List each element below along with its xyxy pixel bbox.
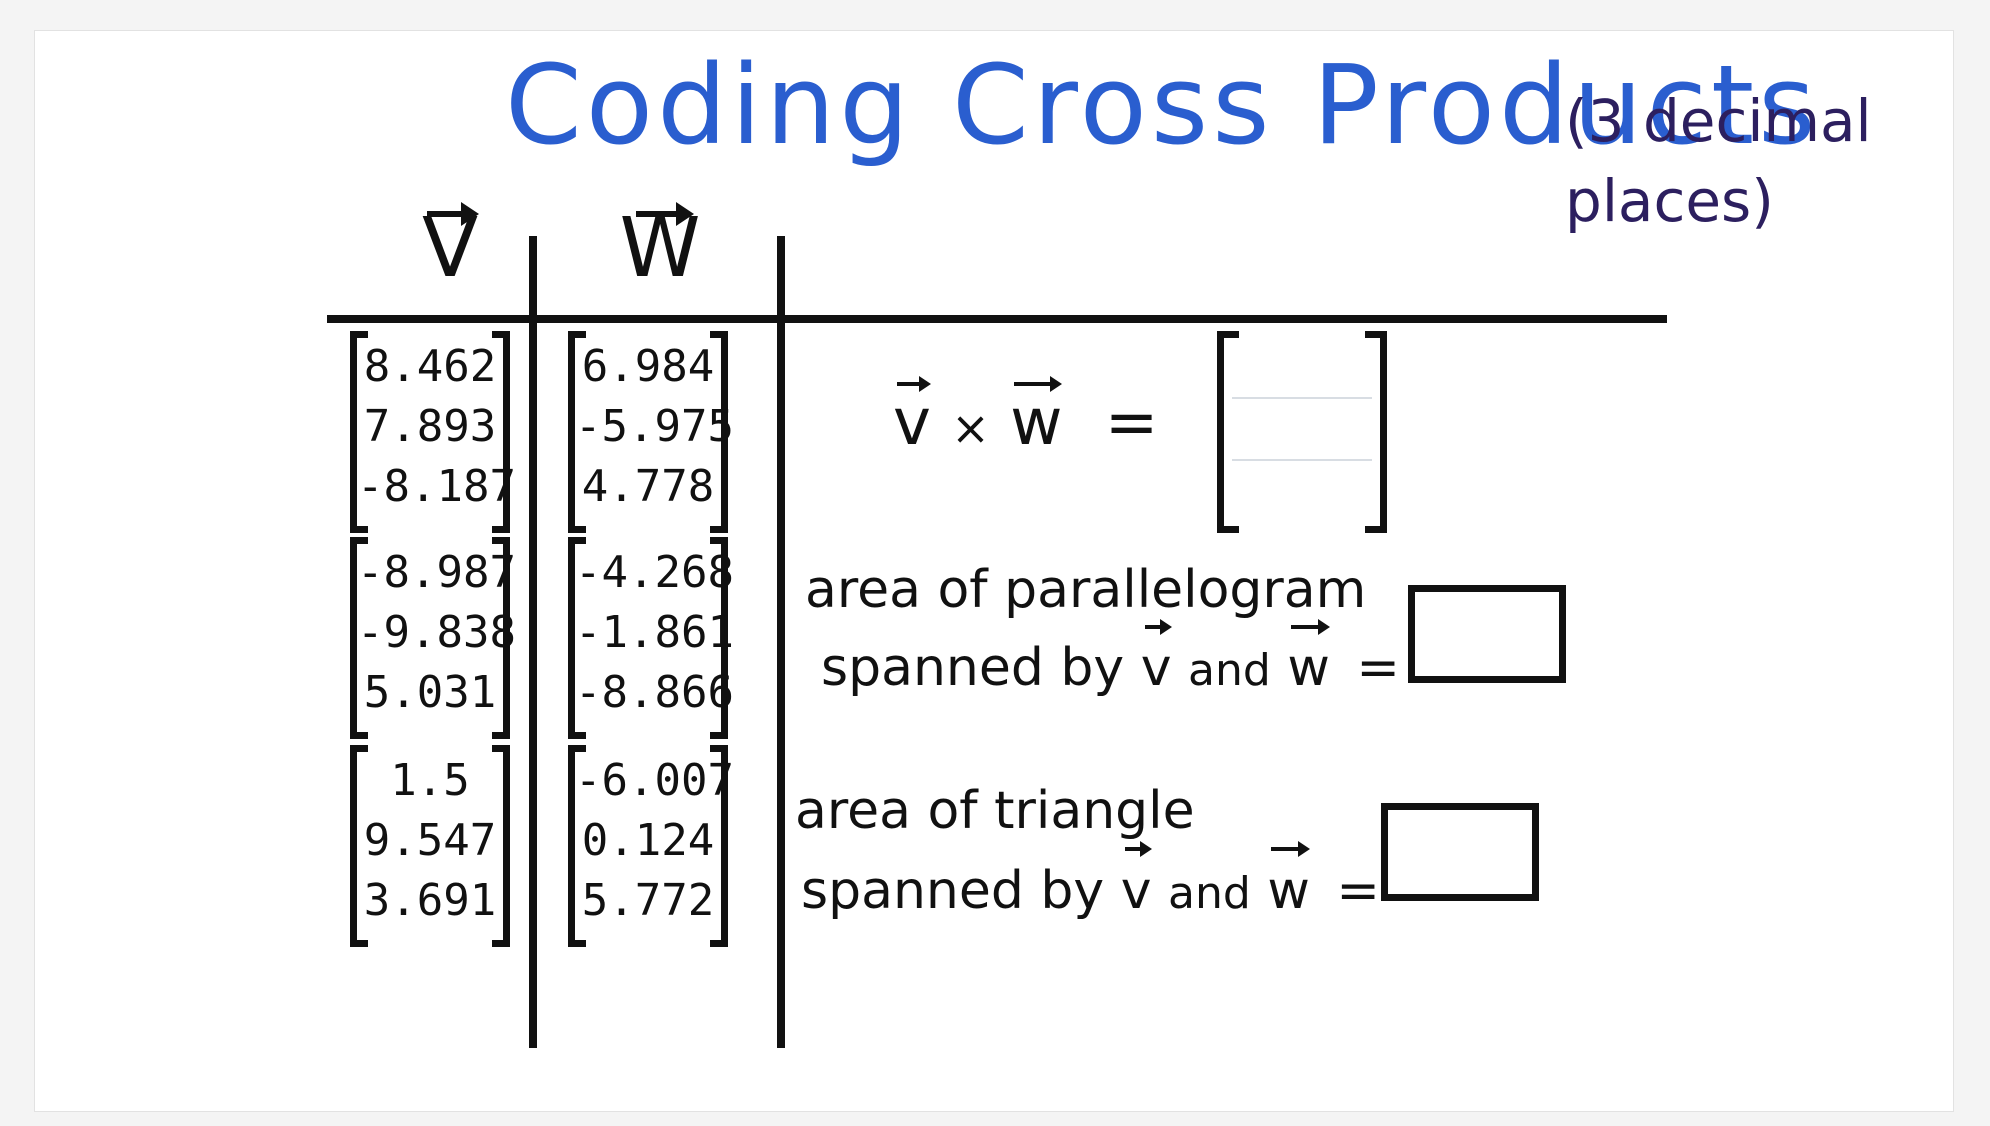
vector-w-letter: w: [1010, 386, 1063, 460]
parallelogram-line-2: spanned by v and w =: [805, 619, 1400, 710]
equals-sign: =: [1104, 386, 1159, 460]
vector-v-letter: v: [893, 386, 931, 460]
matrix-entry: -5.975: [575, 401, 734, 452]
answer-slot-divider: [1232, 397, 1372, 399]
cross-product-answer[interactable]: [1217, 331, 1387, 533]
parallelogram-answer[interactable]: [1408, 585, 1566, 683]
answer-slot-divider: [1232, 459, 1372, 461]
precision-note-text: (3 decimal places): [1565, 87, 1872, 235]
matrix-entry: -9.838: [357, 607, 516, 658]
whiteboard: Coding Cross Products (3 decimal places)…: [34, 30, 1954, 1112]
matrix-entry: 3.691: [363, 875, 497, 926]
vector-v-row-3: 1.5 9.547 3.691: [350, 745, 510, 947]
and-label: and: [1168, 868, 1251, 919]
triangle-answer[interactable]: [1381, 803, 1539, 901]
vector-v-row-2: -8.987 -9.838 5.031: [350, 537, 516, 739]
vector-w-row-1: 6.984 -5.975 4.778: [568, 331, 734, 533]
vector-arrow-w: [636, 202, 694, 226]
vector-arrow-icon: [897, 376, 931, 392]
vector-v-symbol: v: [893, 376, 931, 460]
vector-arrow-icon: [1014, 376, 1063, 392]
vector-w-symbol: w: [1287, 619, 1330, 707]
matrix-entry: -8.187: [357, 461, 516, 512]
column-divider-2: [777, 236, 785, 1048]
vector-v-symbol: v: [1120, 841, 1152, 931]
cross-product-question: v × w =: [893, 376, 1159, 460]
matrix-entry: -4.268: [575, 547, 734, 598]
matrix-entry: -1.861: [575, 607, 734, 658]
vector-arrow-icon: [1124, 841, 1152, 857]
triangle-question: area of triangle spanned by v and w =: [795, 771, 1380, 934]
vector-arrow-v: [427, 202, 479, 226]
spanned-by-label: spanned by: [801, 861, 1105, 921]
spanned-by-label: spanned by: [821, 638, 1125, 698]
triangle-line-2: spanned by v and w =: [795, 841, 1380, 934]
cross-operator: ×: [951, 401, 990, 455]
vector-arrow-icon: [1144, 619, 1172, 635]
matrix-entry: 6.984: [581, 341, 715, 392]
column-divider-1: [529, 236, 537, 1048]
vector-arrow-icon: [1271, 841, 1310, 857]
vector-arrow-icon: [1291, 619, 1330, 635]
matrix-entry: -8.987: [357, 547, 516, 598]
parallelogram-line-1: area of parallelogram: [805, 560, 1367, 620]
and-label: and: [1188, 645, 1271, 696]
vector-w-letter: w: [1267, 861, 1310, 921]
matrix-entry: 8.462: [363, 341, 497, 392]
matrix-entry: -8.866: [575, 667, 734, 718]
vector-w-letter: w: [1287, 638, 1330, 698]
equals-sign: =: [1336, 861, 1380, 921]
triangle-line-1: area of triangle: [795, 781, 1195, 841]
vector-v-symbol: v: [1140, 619, 1172, 707]
vector-w-symbol: w: [1267, 841, 1310, 931]
matrix-entry: 7.893: [363, 401, 497, 452]
matrix-entry: 5.031: [363, 667, 497, 718]
equals-sign: =: [1356, 638, 1400, 698]
matrix-entry: 9.547: [363, 815, 497, 866]
vector-v-row-1: 8.462 7.893 -8.187: [350, 331, 516, 533]
matrix-entry: 4.778: [581, 461, 715, 512]
header-rule: [327, 315, 1667, 323]
vector-w-row-3: -6.007 0.124 5.772: [568, 745, 734, 947]
matrix-entry: 0.124: [581, 815, 715, 866]
matrix-entry: 5.772: [581, 875, 715, 926]
precision-note: (3 decimal places): [1565, 81, 1905, 241]
parallelogram-question: area of parallelogram spanned by v and w…: [805, 551, 1400, 710]
vector-v-letter: v: [1120, 861, 1152, 921]
page-title: Coding Cross Products: [505, 41, 1820, 169]
matrix-entry: -6.007: [575, 755, 734, 806]
vector-v-letter: v: [1140, 638, 1172, 698]
vector-w-symbol: w: [1010, 376, 1063, 460]
matrix-entry: 1.5: [390, 755, 470, 806]
vector-w-row-2: -4.268 -1.861 -8.866: [568, 537, 734, 739]
